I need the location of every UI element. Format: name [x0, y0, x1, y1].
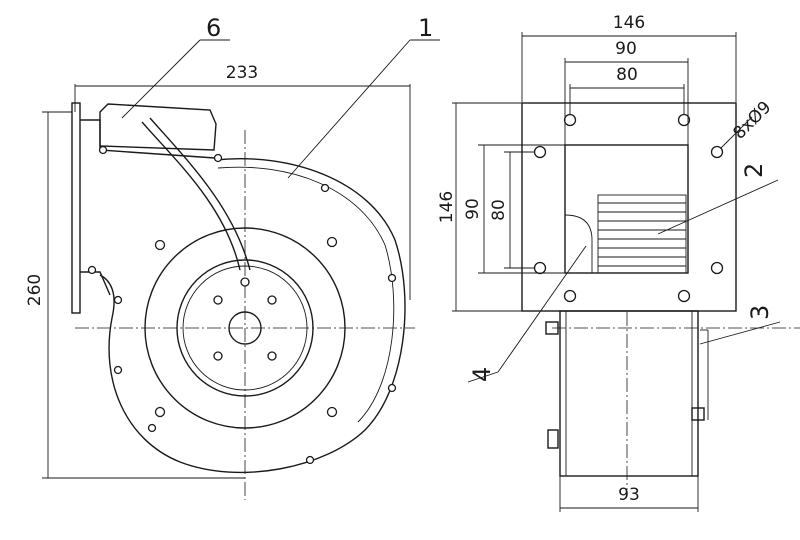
dim-233-label: 233 [226, 63, 258, 83]
rim-rivet [87, 265, 97, 275]
dim-80-h-label: 80 [616, 65, 638, 85]
flange-bolt [240, 277, 250, 287]
rim-rivet [98, 145, 108, 155]
side-fitting [547, 429, 559, 449]
rim-rivet [147, 423, 157, 433]
motor-housing-circle [144, 227, 346, 429]
callout-6-label: 6 [206, 14, 221, 42]
dim-146-h-label: 146 [613, 13, 645, 33]
volute-inner-outline [217, 166, 395, 423]
side-fitting [691, 407, 705, 421]
rim-rivet [113, 295, 123, 305]
rim-rivet [305, 455, 315, 465]
rim-rivet [113, 365, 123, 375]
callout-3-leader [699, 321, 781, 345]
outlet-flange [71, 102, 81, 314]
housing-bolt [154, 239, 166, 251]
flange-bolt [213, 351, 223, 361]
mounting-holes [533, 113, 724, 303]
callout-1-leader [287, 39, 411, 179]
side-motor-body [559, 310, 699, 477]
callout-2-label: 2 [740, 163, 768, 178]
dim-260-label: 260 [25, 274, 45, 306]
motor-flange-outer [176, 259, 314, 397]
callout-4-shelf [467, 371, 499, 383]
terminal-box [99, 103, 217, 151]
housing-bolt [326, 236, 338, 248]
shaft-hub [228, 311, 262, 345]
callout-6-leader [121, 39, 201, 119]
housing-bolt [326, 406, 338, 418]
housing-bolt [154, 406, 166, 418]
front-view: 233 260 6 1 [25, 14, 440, 500]
motor-flange-inner [182, 265, 308, 391]
impeller-blades [564, 194, 687, 274]
power-cable-edge [149, 117, 251, 271]
side-outlet-opening [564, 144, 689, 274]
dim-80-v-label: 80 [489, 199, 509, 221]
rim-rivet [213, 153, 223, 163]
outlet-bottom-edge [80, 271, 111, 296]
dim-93-label: 93 [618, 485, 640, 505]
callout-3-label: 3 [746, 305, 774, 320]
power-cable [141, 121, 241, 271]
rim-rivet [387, 383, 397, 393]
flange-bolt [267, 351, 277, 361]
dim-90-v-label: 90 [463, 198, 483, 220]
flange-bolt [213, 295, 223, 305]
dim-90-h-label: 90 [615, 39, 637, 59]
rim-rivet [387, 273, 397, 283]
callout-1-label: 1 [418, 14, 433, 42]
side-view: 146 90 80 146 90 80 8xØ9 93 [437, 13, 800, 512]
side-flange-plate [521, 102, 737, 312]
callout-2-leader [657, 179, 779, 235]
flange-bolt [267, 295, 277, 305]
rim-rivet [320, 183, 330, 193]
volute-housing-outline [99, 157, 406, 474]
callout-4-leader [497, 245, 587, 373]
callout-4-label: 4 [468, 367, 496, 382]
dim-146-v-label: 146 [437, 191, 457, 223]
holes-leader [720, 116, 753, 149]
